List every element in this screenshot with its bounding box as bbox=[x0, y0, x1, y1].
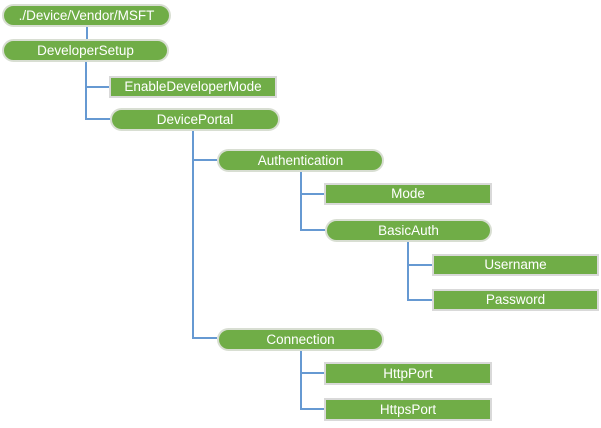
connector-branch-deviceportal bbox=[85, 118, 110, 120]
tree-node-basicauth: BasicAuth bbox=[325, 219, 492, 242]
tree-node-connection: Connection bbox=[217, 328, 384, 351]
connector-connection-trunk bbox=[300, 351, 302, 410]
connector-basicauth-trunk bbox=[407, 242, 409, 301]
tree-node-mode: Mode bbox=[324, 183, 492, 205]
connector-branch-password bbox=[407, 299, 432, 301]
connector-branch-connection bbox=[192, 337, 217, 339]
connector-branch-httpport bbox=[300, 372, 324, 374]
connector-developersetup-trunk bbox=[85, 62, 87, 120]
tree-node-developersetup: DeveloperSetup bbox=[2, 39, 169, 62]
connector-branch-mode bbox=[300, 193, 324, 195]
tree-node-username: Username bbox=[432, 254, 599, 276]
tree-node-httpport: HttpPort bbox=[324, 362, 492, 385]
connector-branch-basicauth bbox=[300, 229, 325, 231]
tree-node-enabledevelopermode: EnableDeveloperMode bbox=[109, 76, 277, 98]
tree-node-authentication: Authentication bbox=[217, 149, 384, 172]
tree-node-device-vendor-msft: ./Device/Vendor/MSFT bbox=[2, 4, 171, 27]
connector-branch-authentication bbox=[192, 159, 217, 161]
tree-node-deviceportal: DevicePortal bbox=[110, 108, 280, 131]
tree-node-password: Password bbox=[432, 289, 599, 311]
connector-branch-httpsport bbox=[300, 408, 324, 410]
connector-root-to-developersetup bbox=[86, 27, 88, 39]
tree-node-httpsport: HttpsPort bbox=[324, 398, 492, 421]
connector-branch-enabledevelopermode bbox=[85, 86, 109, 88]
connector-authentication-trunk bbox=[300, 172, 302, 231]
connector-branch-username bbox=[407, 264, 432, 266]
connector-deviceportal-trunk bbox=[192, 131, 194, 339]
